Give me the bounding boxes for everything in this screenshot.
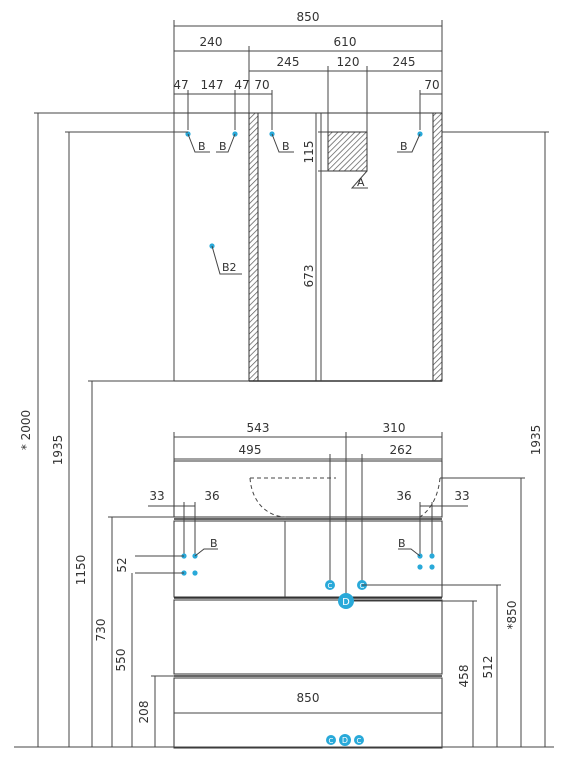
- dim-262: 262: [390, 443, 413, 457]
- dim-36-right: 36: [396, 489, 411, 503]
- label-b: B: [282, 140, 290, 153]
- dim-36-left: 36: [204, 489, 219, 503]
- dim-1150: 1150: [74, 555, 88, 586]
- dim-610: 610: [334, 35, 357, 49]
- label-b-vanity-right: B: [398, 537, 406, 550]
- marker-c-label: C: [357, 737, 362, 745]
- dim-52: 52: [115, 557, 129, 572]
- dim-240: 240: [200, 35, 223, 49]
- mirror-cabinet: [173, 112, 443, 382]
- height-dims-right: 1935 *850 512 458: [354, 131, 549, 747]
- dim-115: 115: [302, 141, 316, 164]
- marker-d: [338, 593, 354, 609]
- dim-1935-right: 1935: [529, 425, 543, 456]
- floor-marker-c-left: [326, 735, 336, 745]
- dim-33-right: 33: [454, 489, 469, 503]
- mirror-markers: B B B B B2 A: [185, 131, 423, 275]
- dim-2000: * 2000: [19, 410, 33, 450]
- label-b2: B2: [222, 261, 237, 274]
- label-b: B: [219, 140, 227, 153]
- dim-70-left: 70: [254, 78, 269, 92]
- height-dims-left: * 2000 1935 1150 730 550 208: [19, 112, 188, 747]
- connector-dot: [192, 570, 198, 576]
- marker-c-label: C: [328, 582, 333, 590]
- floor-marker-d: [339, 734, 351, 746]
- dim-245-right: 245: [393, 55, 416, 69]
- dim-512: 512: [481, 656, 495, 679]
- dim-458: 458: [457, 665, 471, 688]
- connector-dot: [417, 564, 423, 570]
- socket-outlet-a: [327, 131, 368, 172]
- marker-c-label: C: [329, 737, 334, 745]
- floor-marker-c-right: [354, 735, 364, 745]
- label-b-vanity-left: B: [210, 537, 218, 550]
- vanity-horizontal-dims: 543 310 495 262 33 36 36 33 850: [148, 421, 470, 714]
- connector-dot: [429, 553, 435, 559]
- dim-730: 730: [94, 619, 108, 642]
- dim-47-a: 47: [173, 78, 188, 92]
- dim-208: 208: [137, 701, 151, 724]
- dim-495: 495: [239, 443, 262, 457]
- dim-147: 147: [201, 78, 224, 92]
- hatched-panel-left: [248, 112, 259, 382]
- hatched-panel-right: [432, 112, 443, 382]
- dim-550: 550: [114, 649, 128, 672]
- marker-d-label: D: [342, 736, 348, 745]
- dim-47-b: 47: [234, 78, 249, 92]
- mirror-vertical-dims: 115 673: [302, 113, 328, 381]
- dim-310: 310: [383, 421, 406, 435]
- dim-543: 543: [247, 421, 270, 435]
- mirror-horizontal-dims: 850 240 610 245 120 245 47 147 47 70 70: [173, 10, 443, 132]
- dim-673: 673: [302, 265, 316, 288]
- connector-dot: [429, 564, 435, 570]
- label-a: A: [357, 176, 365, 189]
- dim-850-top: 850: [297, 10, 320, 24]
- dim-70-right: 70: [424, 78, 439, 92]
- dim-33-left: 33: [149, 489, 164, 503]
- label-b: B: [400, 140, 408, 153]
- dim-1935-left: 1935: [51, 435, 65, 466]
- label-b: B: [198, 140, 206, 153]
- marker-c-label: C: [360, 582, 365, 590]
- dim-245-left: 245: [277, 55, 300, 69]
- marker-d-label: D: [342, 597, 350, 608]
- dim-850-sink: *850: [505, 601, 519, 630]
- vanity-connectors: B B 52 C C D C D C: [115, 537, 435, 746]
- dim-850-base: 850: [297, 691, 320, 705]
- marker-c-left: [325, 580, 335, 590]
- dim-120: 120: [337, 55, 360, 69]
